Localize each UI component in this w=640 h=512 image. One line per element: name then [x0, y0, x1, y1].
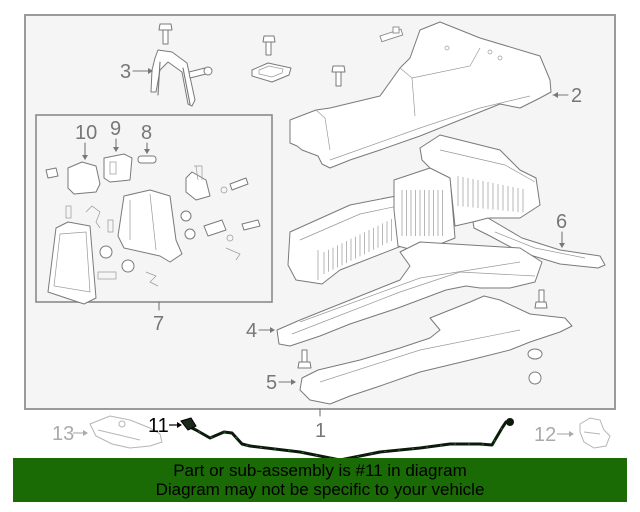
- svg-text:5: 5: [266, 372, 277, 394]
- svg-text:13: 13: [52, 423, 74, 445]
- module-ribs: [323, 176, 524, 274]
- battery-module-stack: [287, 134, 541, 285]
- part-11-wiring-harness[interactable]: [180, 417, 514, 462]
- part-9-cover[interactable]: [103, 153, 133, 183]
- part-5-lower-shield[interactable]: [299, 295, 573, 405]
- callout-5: 5: [266, 372, 296, 394]
- svg-text:4: 4: [246, 320, 257, 342]
- svg-text:10: 10: [75, 122, 97, 144]
- svg-text:11: 11: [148, 415, 169, 437]
- callout-8: 8: [141, 122, 152, 154]
- bolt-and-gasket: [251, 35, 292, 83]
- part-3-bracket[interactable]: [150, 23, 213, 107]
- svg-text:3: 3: [120, 61, 131, 83]
- svg-text:9: 9: [110, 118, 121, 140]
- callout-3: 3: [120, 61, 153, 83]
- part-8-fuse[interactable]: [137, 155, 157, 164]
- svg-text:12: 12: [534, 424, 556, 446]
- svg-text:8: 8: [141, 122, 152, 144]
- callout-1: 1: [315, 408, 326, 442]
- plate-bolt-left: [297, 349, 312, 369]
- fitment-banner: Part or sub-assembly is #11 in diagram D…: [13, 458, 627, 502]
- part-10-module[interactable]: [45, 161, 101, 195]
- callout-13: 13: [52, 423, 88, 445]
- callout-7: 7: [153, 301, 164, 335]
- cover-bolt: [331, 65, 346, 87]
- callout-10: 10: [75, 122, 97, 160]
- svg-text:1: 1: [315, 420, 326, 442]
- callout-4: 4: [246, 320, 275, 342]
- grommet-and-plug: [527, 348, 543, 385]
- callout-6: 6: [556, 211, 567, 248]
- part-4-tray-plate[interactable]: [276, 241, 543, 347]
- banner-line-1: Part or sub-assembly is #11 in diagram: [173, 461, 467, 480]
- part-13-faded[interactable]: [89, 415, 163, 449]
- plate-bolt-right: [534, 289, 548, 309]
- callout-2: 2: [552, 85, 582, 107]
- svg-text:7: 7: [153, 313, 164, 335]
- callout-11: 11: [148, 415, 182, 437]
- callout-12: 12: [534, 424, 574, 446]
- svg-text:6: 6: [556, 211, 567, 233]
- banner-line-2: Diagram may not be specific to your vehi…: [155, 480, 485, 499]
- part-2-upper-cover[interactable]: [289, 21, 552, 169]
- subassembly-7-parts: [45, 153, 261, 305]
- part-12-faded[interactable]: [579, 417, 611, 449]
- part-6-side-rail[interactable]: [472, 217, 606, 269]
- callout-9: 9: [110, 118, 121, 152]
- svg-text:2: 2: [571, 85, 582, 107]
